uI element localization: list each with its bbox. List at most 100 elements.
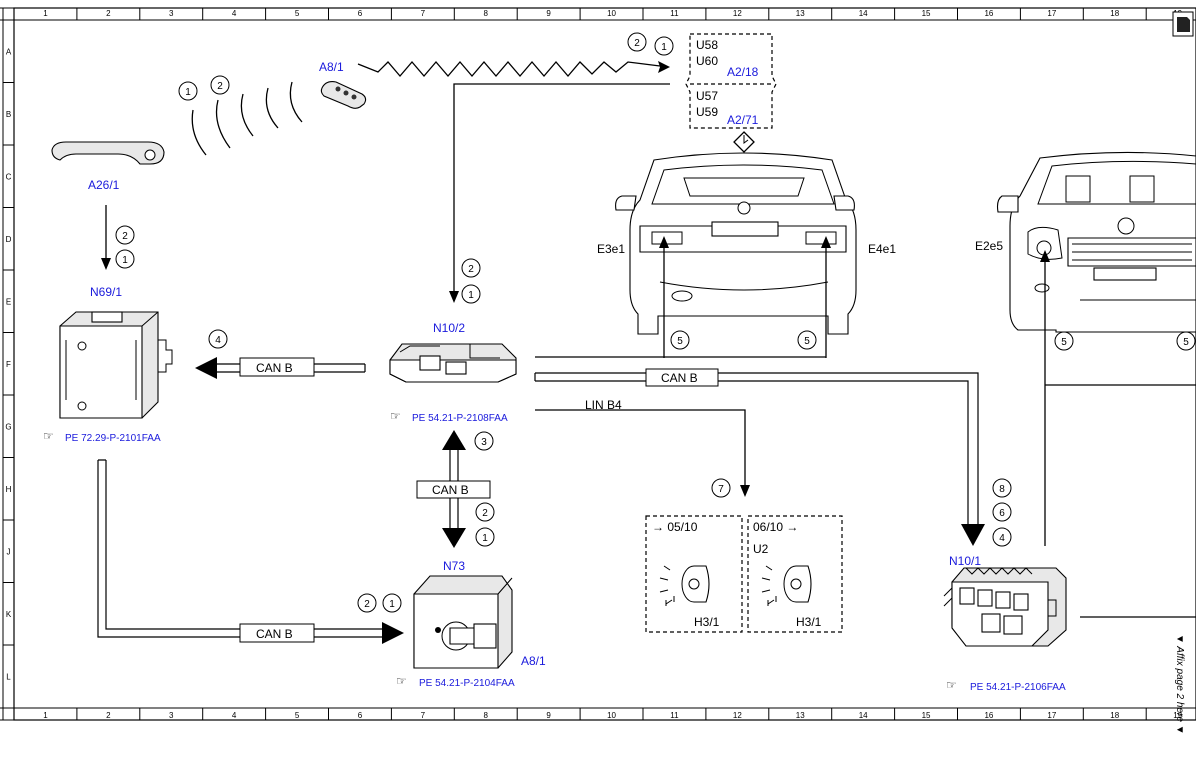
grid-column-label: 9 bbox=[546, 9, 551, 18]
arrowhead bbox=[449, 291, 459, 303]
grid-row-label: G bbox=[5, 422, 11, 431]
grid-column-label: 7 bbox=[421, 711, 426, 720]
arrowhead bbox=[1040, 250, 1050, 262]
label-e4e1: E4e1 bbox=[868, 242, 896, 256]
grid-column-label: 13 bbox=[796, 9, 805, 18]
svg-text:5: 5 bbox=[677, 336, 683, 347]
grid-column-label: 10 bbox=[607, 711, 616, 720]
code-u57: U57 bbox=[696, 89, 718, 103]
ref-n10-1-text: PE 54.21-P-2106FAA bbox=[970, 682, 1066, 693]
h3-1-boxes bbox=[645, 515, 843, 633]
label-e2e5: E2e5 bbox=[975, 239, 1003, 253]
svg-text:2: 2 bbox=[468, 264, 474, 275]
code-u2: U2 bbox=[753, 542, 769, 556]
step-circle: 1 bbox=[461, 284, 481, 304]
grid-row-label: A bbox=[6, 47, 12, 56]
ref-n73-text: PE 54.21-P-2104FAA bbox=[419, 678, 515, 689]
grid-column-label: 17 bbox=[1047, 9, 1056, 18]
step-markers: 1 2 2 1 2 1 4 2 1 3 2 1 2 1 5 5 5 5 7 8 … bbox=[115, 32, 1196, 613]
grid-column-label: 15 bbox=[922, 9, 931, 18]
car-front-view bbox=[996, 151, 1196, 333]
grid-column-label: 6 bbox=[358, 711, 363, 720]
svg-text:8: 8 bbox=[999, 484, 1005, 495]
svg-text:1: 1 bbox=[185, 87, 191, 98]
antenna-box bbox=[685, 33, 777, 129]
lin-b4-line bbox=[535, 409, 746, 488]
can-b-bus-n10-2-to-n10-1 bbox=[534, 368, 985, 546]
code-u58: U58 bbox=[696, 38, 718, 52]
step-circle: 1 bbox=[115, 249, 135, 269]
grid-column-label: 19 bbox=[1173, 711, 1182, 720]
step-circle: 2 bbox=[357, 593, 377, 613]
arrowhead bbox=[659, 236, 669, 248]
svg-text:☞: ☞ bbox=[390, 409, 401, 423]
grid-column-label: 2 bbox=[106, 9, 111, 18]
grid-column-label: 13 bbox=[796, 711, 805, 720]
arrowhead bbox=[658, 61, 670, 73]
grid-column-label: 4 bbox=[232, 711, 237, 720]
label-a26-1: A26/1 bbox=[88, 178, 120, 192]
svg-text:2: 2 bbox=[217, 81, 223, 92]
grid-row-label: D bbox=[6, 235, 12, 244]
step-circle: 2 bbox=[461, 258, 481, 278]
step-circle: 8 bbox=[992, 478, 1012, 498]
grid-column-label: 5 bbox=[295, 711, 300, 720]
label-a2-18: A2/18 bbox=[727, 65, 759, 79]
ref-n10-2-text: PE 54.21-P-2108FAA bbox=[412, 413, 508, 424]
step-circle: 1 bbox=[178, 81, 198, 101]
step-circle: 1 bbox=[475, 527, 495, 547]
rf-arcs bbox=[191, 81, 303, 156]
grid-column-label: 3 bbox=[169, 711, 174, 720]
grid-column-label: 1 bbox=[43, 711, 48, 720]
grid-row-label: C bbox=[6, 172, 12, 181]
svg-text:2: 2 bbox=[364, 599, 370, 610]
label-a8-1-key: A8/1 bbox=[319, 60, 344, 74]
ref-link-n73[interactable]: ☞ PE 54.21-P-2104FAA bbox=[396, 674, 515, 689]
step-circle: 2 bbox=[115, 225, 135, 245]
svg-text:2: 2 bbox=[482, 508, 488, 519]
grid-column-label: 5 bbox=[295, 9, 300, 18]
ref-link-n10-2[interactable]: ☞ PE 54.21-P-2108FAA bbox=[390, 409, 508, 424]
buzzer-left bbox=[659, 565, 710, 606]
grid-column-label: 8 bbox=[484, 711, 489, 720]
grid-column-label: 15 bbox=[922, 711, 931, 720]
svg-text:2: 2 bbox=[634, 38, 640, 49]
grid-column-label: 11 bbox=[670, 9, 679, 18]
can-b-label-1: CAN B bbox=[256, 361, 293, 375]
remote-key-a8-1 bbox=[320, 81, 367, 109]
grid-column-label: 12 bbox=[733, 9, 742, 18]
label-n69-1: N69/1 bbox=[90, 285, 122, 299]
grid-row-label: B bbox=[6, 110, 11, 119]
label-n10-2: N10/2 bbox=[433, 321, 465, 335]
grid-column-label: 16 bbox=[984, 9, 993, 18]
svg-text:3: 3 bbox=[481, 437, 487, 448]
can-b-bus-n10-2-to-n73 bbox=[416, 430, 491, 548]
grid-column-label: 10 bbox=[607, 9, 616, 18]
step-circle: 1 bbox=[654, 36, 674, 56]
svg-text:☞: ☞ bbox=[946, 678, 957, 692]
page-corner-icon bbox=[1172, 11, 1194, 37]
ref-link-n10-1[interactable]: ☞ PE 54.21-P-2106FAA bbox=[946, 678, 1066, 693]
code-from-0510: → 05/10 bbox=[652, 520, 698, 534]
svg-text:4: 4 bbox=[215, 335, 221, 346]
lin-b4-label: LIN B4 bbox=[585, 398, 622, 412]
can-b-bus-n10-2-to-n69 bbox=[195, 357, 366, 379]
label-n10-1: N10/1 bbox=[949, 554, 981, 568]
grid-column-label: 3 bbox=[169, 9, 174, 18]
can-b-label-4: CAN B bbox=[256, 627, 293, 641]
svg-text:7: 7 bbox=[718, 484, 724, 495]
line-a2-to-n10-2 bbox=[453, 83, 670, 294]
step-circle: 5 bbox=[670, 330, 690, 350]
grid-column-label: 7 bbox=[421, 9, 426, 18]
label-e3e1: E3e1 bbox=[597, 242, 625, 256]
can-b-label-2: CAN B bbox=[661, 371, 698, 385]
svg-text:2: 2 bbox=[122, 231, 128, 242]
step-circle: 3 bbox=[474, 431, 494, 451]
ref-link-n69[interactable]: ☞ PE 72.29-P-2101FAA bbox=[43, 429, 161, 444]
step-circle: 4 bbox=[992, 527, 1012, 547]
step-circle: 1 bbox=[382, 593, 402, 613]
code-u59: U59 bbox=[696, 105, 718, 119]
grid-column-label: 18 bbox=[1110, 9, 1119, 18]
car-rear-view bbox=[615, 152, 857, 335]
